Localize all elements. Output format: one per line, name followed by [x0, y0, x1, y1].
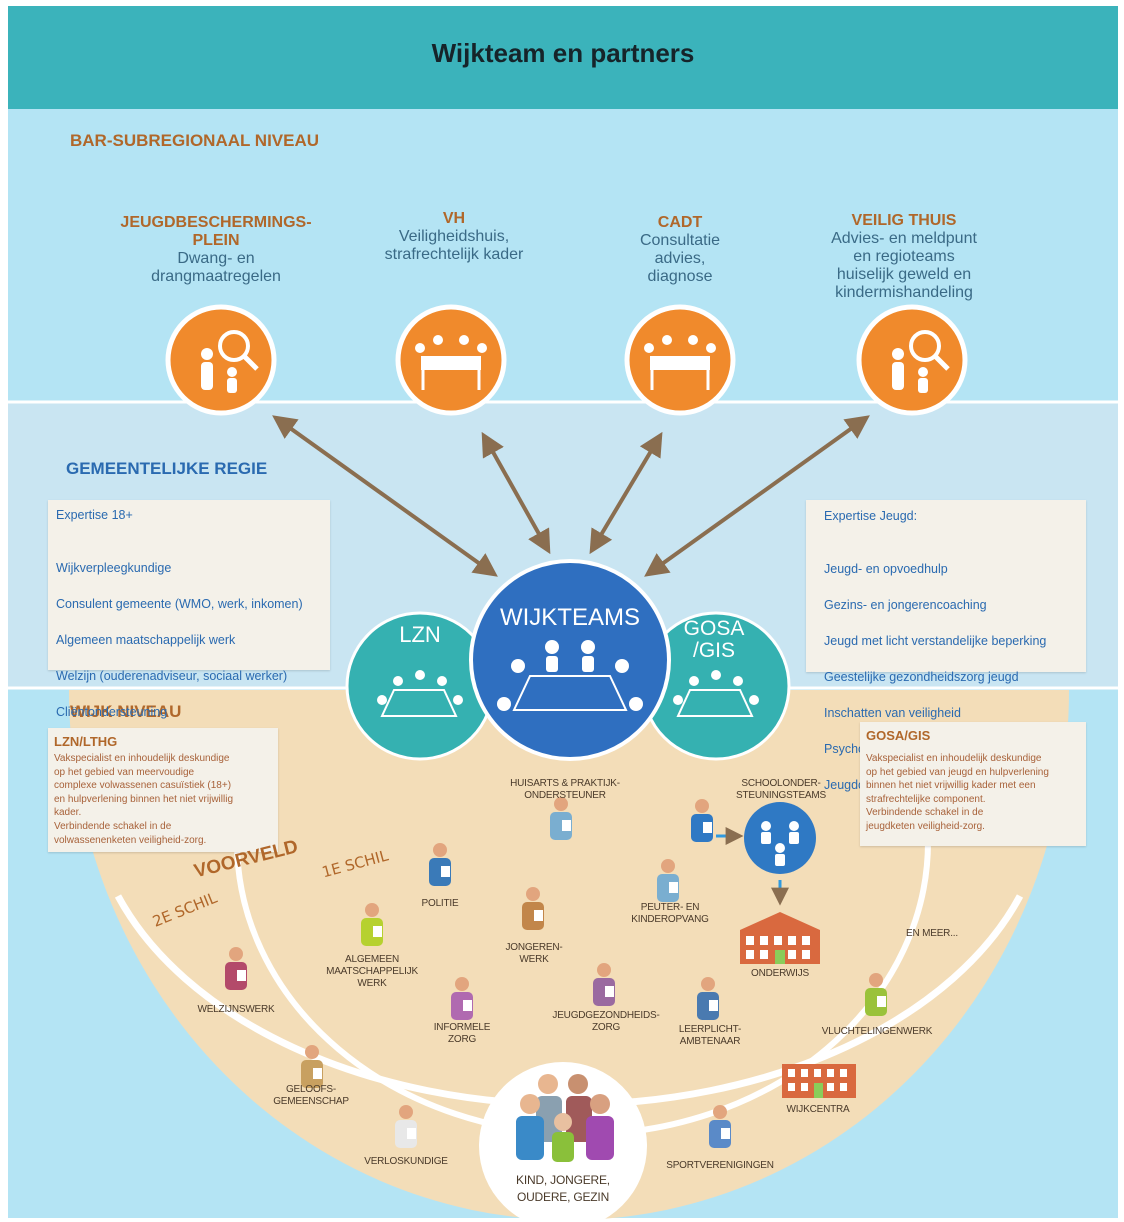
faith-community-icon: [301, 1045, 323, 1088]
lzn-label: LZN: [399, 622, 441, 647]
expertise-18-heading: Expertise 18+: [56, 508, 133, 522]
school-team-icon: [691, 799, 713, 842]
actor-huisarts-label: HUISARTS & PRAKTIJK- ONDERSTEUNER: [510, 778, 620, 801]
actor-vluchtelingenwerk-label: VLUCHTELINGENWERK: [821, 1026, 933, 1037]
actor-leerplicht-label: LEERPLICHT- AMBTENAAR: [678, 1024, 742, 1047]
partner-circle-4: [856, 304, 968, 416]
community-center-icon: [782, 1064, 856, 1098]
actor-schoolondersteuning-label: SCHOOLONDER- STEUNINGSTEAMS: [736, 778, 826, 801]
list-item: Cliëntondersteuning: [56, 705, 168, 719]
expertise-jeugd-box: Expertise Jeugd: Jeugd- en opvoedhulp Ge…: [806, 500, 1086, 792]
actor-wijkcentra-label: WIJKCENTRA: [786, 1104, 850, 1115]
lzn-info-heading: LZN/LTHG: [54, 734, 118, 749]
family-label: KIND, JONGERE, OUDERE, GEZIN: [516, 1173, 610, 1204]
list-item: Geestelijke gezondheidszorg jeugd: [824, 670, 1019, 684]
family-group-icon: [516, 1074, 614, 1162]
actor-welzijnswerk-label: WELZIJNSWERK: [197, 1004, 275, 1015]
arrow-jbp: [272, 415, 498, 577]
partner-cadt: CADT Consultatie advies, diagnose: [600, 214, 760, 286]
informal-care-icon: [451, 977, 473, 1020]
social-worker-icon: [361, 903, 383, 946]
lzn-info-text: Vakspecialist en inhoudelijk deskundige …: [54, 753, 233, 846]
list-item: Consulent gemeente (WMO, werk, inkomen): [56, 597, 303, 611]
list-item: Jeugd met licht verstandelijke beperking: [824, 634, 1047, 648]
level-subregional: BAR-SUBREGIONAAL NIVEAU: [70, 131, 320, 150]
midwife-icon: [395, 1105, 417, 1148]
actor-sportverenigingen-label: SPORTVERENIGINGEN: [666, 1160, 774, 1171]
list-item: Algemeen maatschappelijk werk: [56, 633, 236, 647]
partner-circle-3: [624, 304, 736, 416]
list-item: Inschatten van veiligheid: [824, 706, 961, 720]
partner-sub: Advies- en meldpunt en regioteams huisel…: [831, 230, 977, 301]
actor-informele-zorg-label: INFORMELE ZORG: [433, 1022, 491, 1045]
partner-jbp: JEUGDBESCHERMINGS- PLEIN Dwang- en drang…: [96, 214, 336, 286]
partner-heading: VEILIG THUIS: [851, 212, 957, 229]
arrow-cadt: [589, 431, 663, 555]
arrow-vh: [481, 431, 551, 555]
welfare-worker-icon: [225, 947, 247, 990]
page-title: Wijkteam en partners: [431, 38, 695, 68]
list-item: Welzijn (ouderenadviseur, sociaal werker…: [56, 669, 288, 683]
partner-sub: Veiligheidshuis, strafrechtelijk kader: [384, 228, 524, 263]
wijkteams-circle: [469, 559, 671, 761]
expertise-18-box: Expertise 18+ Wijkverpleegkundige Consul…: [48, 500, 330, 719]
arrow-vt: [644, 415, 870, 577]
refugee-worker-icon: [865, 973, 887, 1016]
partner-sub: Dwang- en drangmaatregelen: [151, 250, 281, 285]
title-band: [8, 6, 1118, 109]
actor-amw-label: ALGEMEEN MAATSCHAPPELIJK WERK: [326, 954, 418, 989]
list-item: Wijkverpleegkundige: [56, 561, 172, 575]
lzn-info-box: LZN/LTHG Vakspecialist en inhoudelijk de…: [48, 728, 278, 852]
actor-politie-label: POLITIE: [421, 898, 459, 909]
partner-vh: VH Veiligheidshuis, strafrechtelijk kade…: [356, 210, 552, 264]
list-item: Gezins- en jongerencoaching: [824, 598, 987, 612]
level-district: WIJK NIVEAU: [70, 702, 182, 721]
expertise-jeugd-heading: Expertise Jeugd:: [824, 509, 918, 523]
partner-heading: JEUGDBESCHERMINGS- PLEIN: [120, 214, 312, 249]
wijkteams-label: WIJKTEAMS: [499, 604, 640, 631]
partner-circle-1: [165, 304, 277, 416]
level-municipal: GEMEENTELIJKE REGIE: [66, 459, 268, 478]
sports-club-icon: [709, 1105, 731, 1148]
doctor-icon: [550, 797, 572, 840]
gosa-label: GOSA /GIS: [683, 617, 745, 662]
actor-jgz-label: JEUGDGEZONDHEIDS- ZORG: [552, 1010, 660, 1033]
attendance-officer-icon: [697, 977, 719, 1020]
actor-onderwijs-label: ONDERWIJS: [750, 968, 810, 979]
youth-health-icon: [593, 963, 615, 1006]
actor-jongerenwerk-label: JONGEREN- WERK: [505, 942, 563, 965]
actor-en-meer-label: EN MEER...: [906, 928, 958, 939]
list-item: Jeugd- en opvoedhulp: [824, 562, 948, 576]
gosa-info-box: GOSA/GIS Vakspecialist en inhoudelijk de…: [860, 722, 1086, 846]
partner-veilig-thuis: VEILIG THUIS Advies- en meldpunt en regi…: [800, 212, 1008, 302]
partner-heading: VH: [442, 210, 466, 227]
partner-sub: Consultatie advies, diagnose: [639, 232, 721, 285]
actor-kinderopvang-label: PEUTER- EN KINDEROPVANG: [631, 902, 709, 925]
actor-geloofsgemeenschap-label: GELOOFS- GEMEENSCHAP: [273, 1084, 349, 1107]
partner-heading: CADT: [657, 214, 703, 231]
actor-verloskundige-label: VERLOSKUNDIGE: [364, 1156, 448, 1167]
gosa-info-heading: GOSA/GIS: [866, 728, 931, 743]
partner-circle-2: [395, 304, 507, 416]
gosa-info-text: Vakspecialist en inhoudelijk deskundige …: [866, 753, 1049, 832]
expertise-18-list: Wijkverpleegkundige Consulent gemeente (…: [56, 541, 303, 739]
school-team-circle: [744, 802, 816, 874]
youth-worker-icon: [522, 887, 544, 930]
police-icon: [429, 843, 451, 886]
child-care-icon: [657, 859, 679, 902]
school-building-icon: [740, 912, 820, 964]
